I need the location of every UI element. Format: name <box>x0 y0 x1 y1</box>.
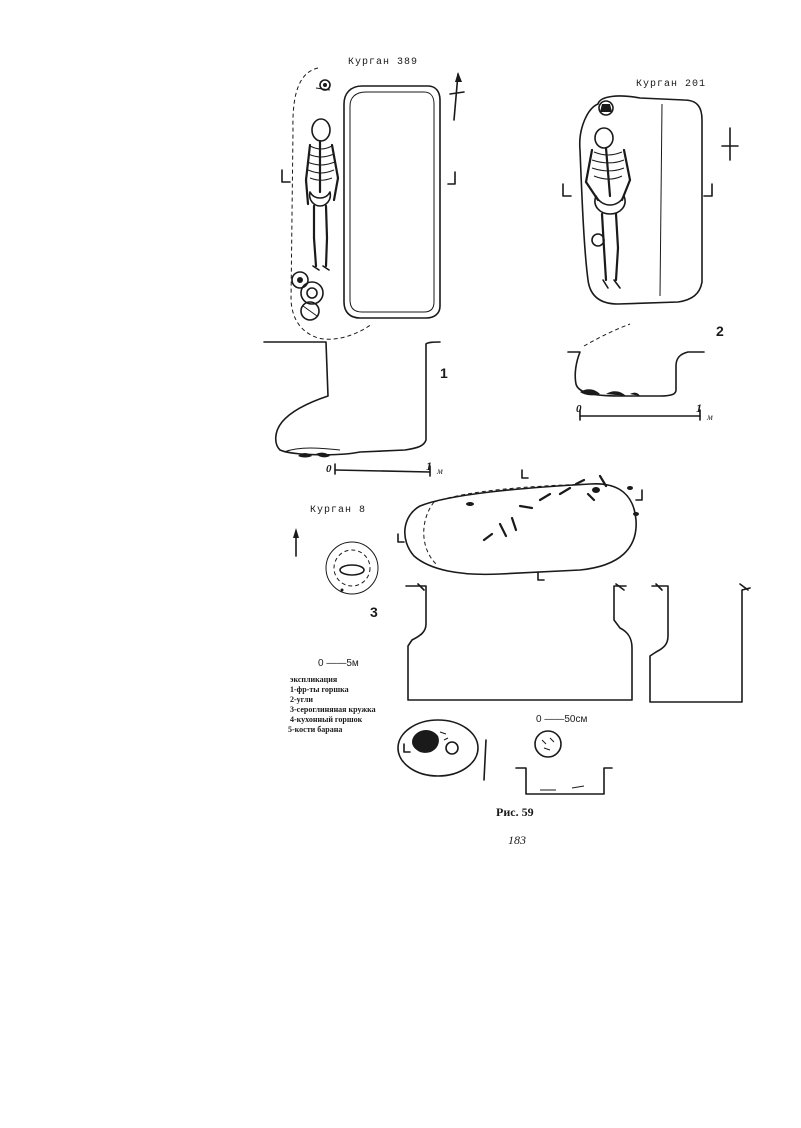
legend-item: 4-кухонный горшок <box>290 715 363 724</box>
svg-text:1: 1 <box>426 459 432 473</box>
kurgan-8-title: Курган 8 <box>310 505 366 516</box>
north-arrow-icon <box>449 72 465 121</box>
north-arrow-icon <box>721 127 739 161</box>
north-arrow-icon <box>293 528 299 557</box>
figure-number-3: 3 <box>370 604 378 620</box>
kurgan-8-pit-plan <box>404 483 637 576</box>
scale-bar-1m: 0 1 м <box>326 459 443 477</box>
legend-item: 3-сероглиняная кружка <box>290 705 376 714</box>
svg-text:0 ——50см: 0 ——50см <box>536 714 587 725</box>
scale-bar-50cm: 0 ——50см <box>536 714 587 725</box>
kurgan-389-pit-outline <box>290 67 373 340</box>
figure-number-1: 1 <box>440 365 448 381</box>
legend: экспликация 1-фр-ты горшка 2-угли 3-серо… <box>288 675 376 734</box>
kurgan-201-title: Курган 201 <box>636 79 706 90</box>
kurgan-8-side-profile <box>649 585 751 703</box>
pottery-group-icon <box>291 271 324 321</box>
scale-bar-1m: 0 1 м <box>576 401 713 422</box>
kurgan-389-title: Курган 389 <box>348 57 418 68</box>
kurgan-201-drawing: Курган 201 <box>562 79 739 422</box>
figure-caption: Рис. 59 <box>496 805 534 819</box>
kurgan-389-section-profile <box>263 341 441 456</box>
kurgan-201-pit-outline <box>578 95 703 305</box>
kurgan-8-drawing: Курган 8 3 <box>288 469 751 795</box>
small-pit-plan <box>397 719 487 781</box>
scale-bar-5m: 0 ——5м <box>318 658 359 669</box>
skeleton-icon <box>304 118 340 271</box>
svg-text:м: м <box>436 466 443 476</box>
svg-text:1: 1 <box>696 401 702 415</box>
kurgan-8-mound-plan <box>325 541 379 595</box>
kurgan-8-section-profile <box>405 585 633 701</box>
svg-text:0: 0 <box>326 463 332 475</box>
legend-item: 2-угли <box>290 695 313 704</box>
legend-title: экспликация <box>290 675 338 684</box>
svg-text:м: м <box>706 412 713 422</box>
kurgan-389-drawing: Курган 389 <box>263 57 465 477</box>
page-number: 183 <box>508 833 526 847</box>
figure-number-2: 2 <box>716 323 724 339</box>
kurgan-389-inner-pit <box>343 85 441 319</box>
svg-text:0 ——5м: 0 ——5м <box>318 658 359 669</box>
small-pit-section <box>515 767 613 795</box>
vessel-icon <box>598 100 614 116</box>
vessel-icon <box>315 79 331 91</box>
legend-item: 1-фр-ты горшка <box>290 685 349 694</box>
skeleton-icon <box>584 127 632 289</box>
small-circle-pit <box>534 730 562 758</box>
kurgan-201-section-profile <box>567 351 705 397</box>
scattered-bones-icon <box>466 474 639 542</box>
svg-text:0: 0 <box>576 403 582 415</box>
legend-item: 5-кости барана <box>288 725 342 734</box>
